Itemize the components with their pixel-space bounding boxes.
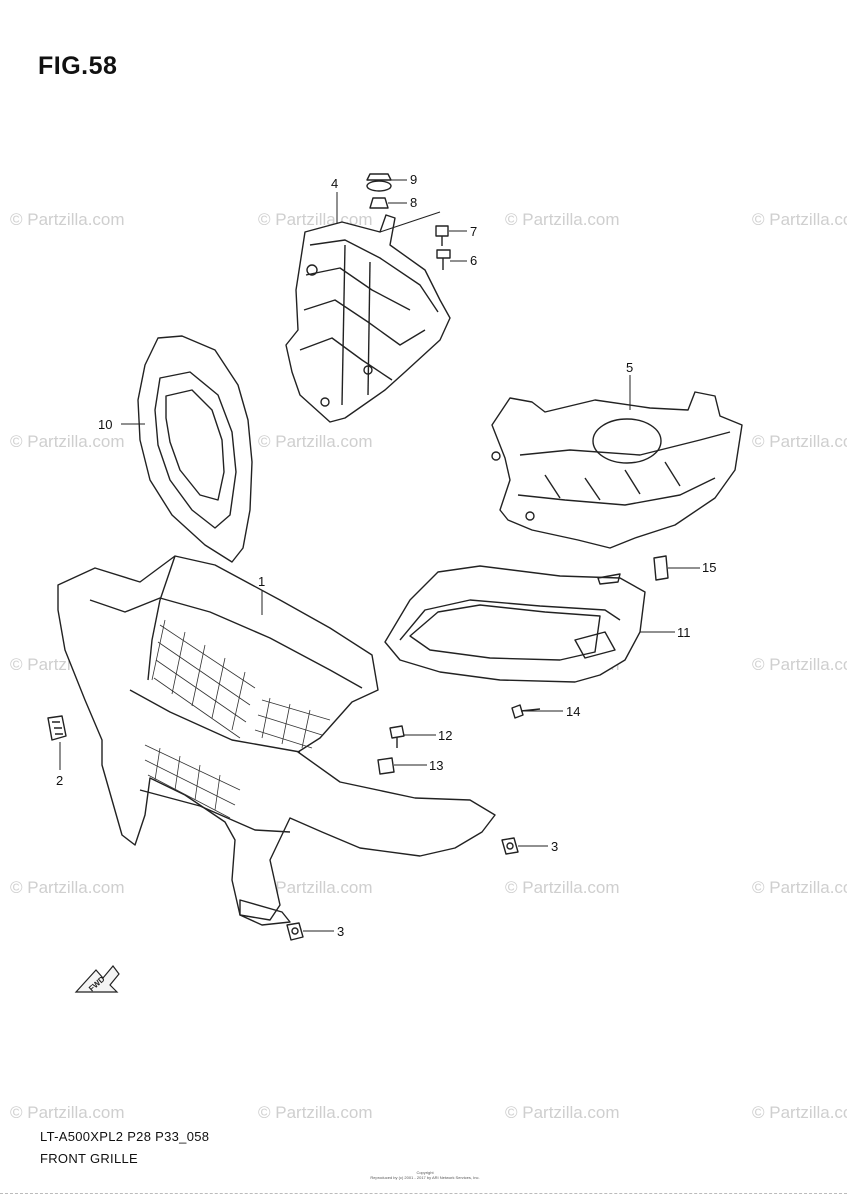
copyright-line: Copyright bbox=[416, 1170, 434, 1175]
section-name: FRONT GRILLE bbox=[40, 1151, 138, 1166]
watermark: © Partzilla.com bbox=[505, 878, 620, 897]
watermark: © Partzilla.com bbox=[10, 210, 125, 229]
callout-2[interactable]: 2 bbox=[56, 773, 63, 788]
callout-7[interactable]: 7 bbox=[470, 224, 477, 239]
part-3-fastener-b[interactable] bbox=[286, 922, 304, 941]
copyright-line: Reproduced by (c) 2001 - 2017 by ARI Net… bbox=[370, 1175, 480, 1180]
callout-12[interactable]: 12 bbox=[438, 728, 452, 743]
watermark: © Partzilla.com bbox=[505, 210, 620, 229]
watermark: © Partzilla.com bbox=[752, 210, 847, 229]
grille-mesh-lower bbox=[144, 744, 241, 819]
part-5-lower-cover[interactable] bbox=[491, 391, 743, 549]
part-6-bolt[interactable] bbox=[436, 249, 451, 270]
callout-3[interactable]: 3 bbox=[551, 839, 558, 854]
watermark: © Partzilla.com bbox=[505, 1103, 620, 1122]
part-2-emblem[interactable] bbox=[47, 715, 67, 741]
part-9-grommet[interactable] bbox=[366, 173, 392, 192]
watermark: © Partzilla.com bbox=[10, 432, 125, 451]
callout-10[interactable]: 10 bbox=[98, 417, 112, 432]
callout-13[interactable]: 13 bbox=[429, 758, 443, 773]
callout-11[interactable]: 11 bbox=[677, 625, 691, 640]
fwd-arrow-icon: FWD bbox=[74, 965, 120, 993]
watermark: © Partzilla.com bbox=[752, 432, 847, 451]
part-1-front-grille[interactable] bbox=[57, 555, 496, 926]
copyright-notice: Copyright Reproduced by (c) 2001 - 2017 … bbox=[330, 1170, 520, 1180]
part-12-screw[interactable] bbox=[389, 725, 405, 748]
watermark: © Partzilla.com bbox=[752, 1103, 847, 1122]
figure-title: FIG.58 bbox=[38, 52, 118, 80]
callout-15[interactable]: 15 bbox=[702, 560, 716, 575]
watermark: © Partzilla.com bbox=[752, 878, 847, 897]
callout-9[interactable]: 9 bbox=[410, 172, 417, 187]
callout-3[interactable]: 3 bbox=[337, 924, 344, 939]
part-4-headlight-bracket[interactable] bbox=[285, 214, 451, 423]
part-13-nut[interactable] bbox=[377, 757, 395, 775]
part-7-bolt[interactable] bbox=[435, 225, 449, 246]
callout-1[interactable]: 1 bbox=[258, 574, 265, 589]
watermark: © Partzilla.com bbox=[752, 655, 847, 674]
callout-labels: 4 9 8 7 6 5 10 1 15 11 14 12 13 2 3 3 bbox=[56, 172, 716, 939]
callout-4[interactable]: 4 bbox=[331, 176, 338, 191]
callout-5[interactable]: 5 bbox=[626, 360, 633, 375]
watermark: © Partzilla.com bbox=[258, 432, 373, 451]
watermark: © Partzilla.com bbox=[258, 1103, 373, 1122]
part-3-fastener-a[interactable] bbox=[501, 837, 519, 855]
watermark: © Partzilla.com bbox=[10, 1103, 125, 1122]
leader-lines bbox=[59, 179, 700, 932]
part-10-headlight-bezel[interactable] bbox=[137, 335, 253, 563]
part-8-collar[interactable] bbox=[369, 197, 389, 209]
model-code: LT-A500XPL2 P28 P33_058 bbox=[40, 1129, 210, 1144]
part-15-clip[interactable] bbox=[653, 555, 669, 581]
watermark: © Partzilla.com bbox=[10, 878, 125, 897]
part-11-lower-panel[interactable] bbox=[384, 565, 646, 683]
bottom-divider bbox=[0, 1193, 847, 1194]
callout-14[interactable]: 14 bbox=[566, 704, 580, 719]
watermark: © Partzilla.com bbox=[258, 878, 373, 897]
callout-8[interactable]: 8 bbox=[410, 195, 417, 210]
callout-6[interactable]: 6 bbox=[470, 253, 477, 268]
grille-mesh-upper bbox=[151, 619, 331, 749]
